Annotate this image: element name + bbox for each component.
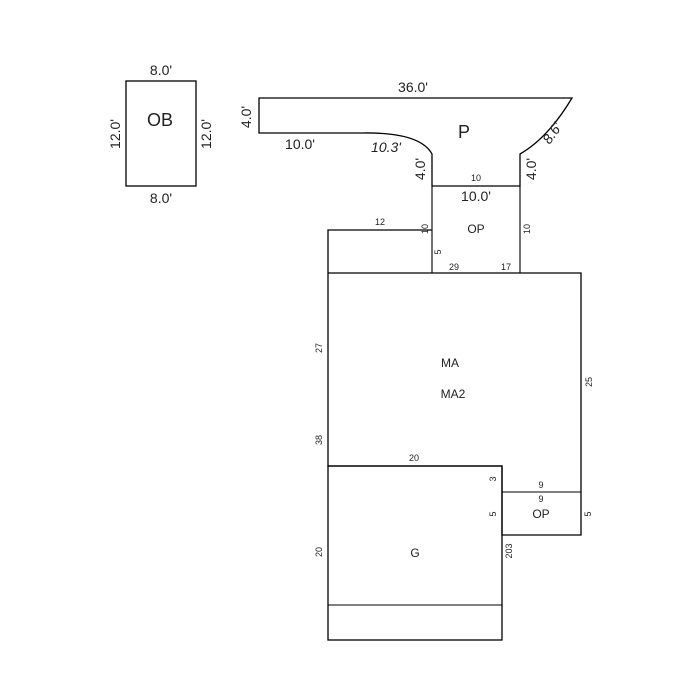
garage-dim-right-upper: 3 [488,476,498,481]
patio-label: P [458,122,470,142]
open-porch-bottom: OP 9 9 5 [502,480,593,521]
garage-dim-top: 20 [409,453,419,463]
patio: P 36.0' 4.0' 10.0' 10.3' 4.0' 10.0' 4.0'… [238,79,574,204]
garage-dim-right-mid: 5 [488,511,498,516]
garage-label: G [410,546,419,560]
patio-dim-step-left: 4.0' [412,158,428,180]
patio-dim-bottom-left: 10.0' [285,136,315,152]
main-area: MA MA2 29 17 27 38 25 [314,262,594,536]
open-porch-bottom-dim-right: 5 [583,511,593,516]
main-area-dim-left-upper: 27 [314,343,324,353]
garage-dim-right-lower: 203 [504,543,514,558]
upper-wing: 12 5 [327,217,443,273]
patio-dim-top: 36.0' [398,79,428,95]
outbuilding: OB 8.0' 8.0' 12.0' 12.0' [107,62,214,206]
patio-dim-left: 4.0' [238,106,254,128]
open-porch-bottom-dim-top: 9 [538,480,543,490]
main-area-dim-left-lower: 38 [314,435,324,445]
main-area-dim-right: 25 [584,377,594,387]
open-porch-top-dim-right: 10 [522,224,532,234]
open-porch-top: OP 10 10 10 [420,173,532,273]
outbuilding-label: OB [147,110,173,130]
upper-wing-dim-left-small: 5 [433,249,443,254]
open-porch-top-dim-top: 10 [471,173,481,183]
outbuilding-dim-left: 12.0' [107,119,123,149]
main-area-label-1: MA [441,356,459,370]
garage-dim-left: 20 [314,547,324,557]
patio-dim-diagonal: 8.6' [539,118,566,146]
open-porch-bottom-label: OP [532,507,549,521]
open-porch-top-dim-left: 10 [420,224,430,234]
patio-dim-step-right: 4.0' [523,158,539,180]
garage-outline [327,465,503,641]
main-area-dim-top-right: 17 [501,262,511,272]
open-porch-top-label: OP [467,222,484,236]
outbuilding-dim-bottom: 8.0' [150,190,172,206]
main-area-dim-top-left: 29 [449,262,459,272]
patio-dim-bottom: 10.0' [461,188,491,204]
outbuilding-dim-top: 8.0' [150,62,172,78]
upper-wing-dim-top: 12 [375,217,385,227]
open-porch-bottom-dim-inner: 9 [538,494,543,504]
outbuilding-dim-right: 12.0' [198,119,214,149]
patio-dim-curve: 10.3' [371,139,402,155]
garage: G 20 20 3 5 203 [314,453,514,641]
outbuilding-outline [125,80,197,187]
upper-wing-outline [327,229,432,273]
main-area-label-2: MA2 [441,387,466,401]
